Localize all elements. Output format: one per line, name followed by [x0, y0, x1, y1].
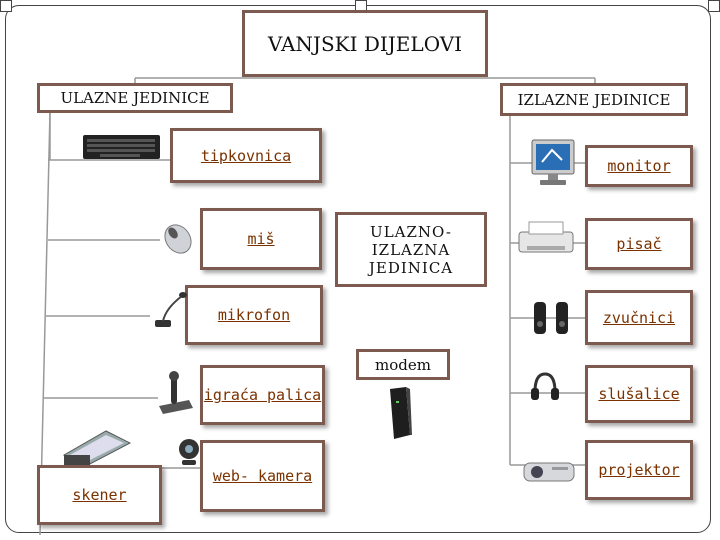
printer-icon — [518, 221, 574, 253]
root-label: VANJSKI DIJELOVI — [267, 31, 463, 56]
output-item-slusalice: slušalice — [585, 365, 693, 423]
item-label: tipkovnica — [200, 146, 292, 165]
webcam-icon — [179, 439, 199, 465]
io-header-label: ULAZNO- IZLAZNA JEDINICA — [368, 222, 454, 277]
io-header-box: ULAZNO- IZLAZNA JEDINICA — [335, 212, 487, 287]
output-item-zvucnici: zvučnici — [585, 290, 693, 345]
io-item-modem: modem — [356, 349, 450, 380]
input-item-web-kamera: web- kamera — [200, 440, 325, 512]
input-header-box: ULAZNE JEDINICE — [37, 83, 233, 113]
headphones-icon — [531, 372, 559, 400]
scanner-icon — [62, 430, 132, 466]
input-item-tipkovnica: tipkovnica — [170, 128, 322, 183]
output-item-monitor: monitor — [585, 145, 693, 187]
monitor-icon — [531, 139, 575, 185]
item-label: zvučnici — [602, 308, 676, 327]
item-label: slušalice — [598, 385, 680, 403]
item-label: web- kamera — [212, 467, 313, 485]
item-label: modem — [375, 355, 431, 374]
input-item-igraca-palica: igraća palica — [200, 365, 325, 425]
frame-corner-handle — [0, 0, 12, 12]
joystick-icon — [159, 371, 193, 414]
item-label: monitor — [607, 157, 671, 175]
item-label: projektor — [598, 461, 680, 479]
modem-icon — [390, 387, 412, 439]
projector-icon — [523, 462, 575, 482]
item-label: miš — [247, 230, 275, 248]
input-item-mis: miš — [200, 208, 322, 270]
output-item-pisac: pisač — [585, 218, 693, 270]
mouse-icon — [164, 224, 192, 254]
item-label: mikrofon — [217, 306, 291, 324]
output-header-box: IZLAZNE JEDINICE — [500, 83, 688, 116]
input-item-mikrofon: mikrofon — [185, 285, 323, 345]
input-item-skener: skener — [37, 465, 162, 525]
item-label: skener — [72, 486, 127, 504]
root-box: VANJSKI DIJELOVI — [242, 10, 488, 77]
speakers-icon — [534, 302, 568, 334]
keyboard-icon — [83, 135, 160, 159]
output-header-label: IZLAZNE JEDINICE — [517, 90, 671, 109]
item-label: pisač — [616, 235, 662, 253]
microphone-icon — [155, 292, 187, 327]
item-label: igraća palica — [203, 386, 322, 404]
output-item-projektor: projektor — [585, 440, 693, 500]
input-header-label: ULAZNE JEDINICE — [60, 89, 210, 107]
